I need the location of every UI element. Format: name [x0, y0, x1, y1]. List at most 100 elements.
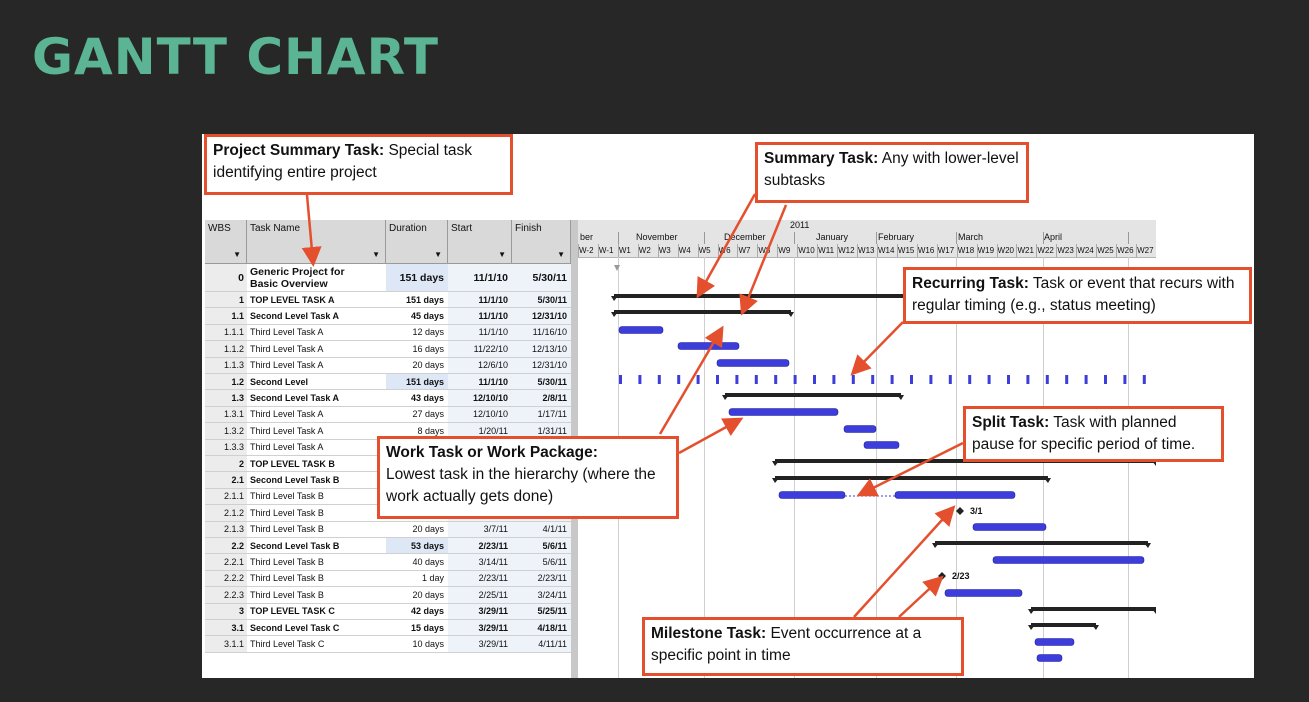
- finish-cell: 2/8/11: [512, 390, 571, 406]
- summary-bar: [935, 541, 1148, 545]
- wbs-cell: 2.2.1: [205, 554, 247, 570]
- summary-bar-end: [772, 478, 779, 483]
- callout-project-summary-text: Special task identifying entire project: [213, 142, 473, 181]
- week-label: W19: [977, 246, 995, 255]
- start-cell: 11/1/10: [448, 374, 512, 390]
- task-bar: [1034, 638, 1075, 646]
- callout-milestone-title: Milestone Task:: [651, 625, 767, 642]
- week-divider: [797, 244, 799, 257]
- start-cell: 11/1/10: [448, 324, 512, 341]
- task-name-cell: Third Level Task A: [250, 409, 324, 420]
- finish-cell: 1/17/11: [512, 406, 571, 423]
- week-divider: [916, 244, 918, 257]
- duration-cell: 12 days: [412, 327, 444, 338]
- month-label: February: [878, 232, 915, 242]
- col-header-start[interactable]: Start▼: [448, 220, 512, 264]
- task-bar: [716, 359, 790, 367]
- finish-cell: 11/16/10: [512, 324, 571, 341]
- week-divider: [677, 244, 679, 257]
- recurring-task-marker: [1007, 375, 1010, 384]
- duration-cell: 20 days: [412, 589, 444, 600]
- duration-cell: 45 days: [410, 311, 444, 322]
- callout-summary-title: Summary Task:: [764, 150, 879, 167]
- week-divider: [996, 244, 998, 257]
- month-divider: [1128, 232, 1129, 244]
- week-divider: [1056, 244, 1058, 257]
- callout-project-summary: Project Summary Task: Special task ident…: [204, 134, 513, 195]
- task-name-cell: Second Level Task B: [250, 540, 340, 551]
- week-label: W11: [818, 246, 835, 255]
- week-label: W27: [1137, 246, 1154, 255]
- col-header-duration-label: Duration: [389, 223, 427, 234]
- col-header-duration[interactable]: Duration▼: [386, 220, 448, 264]
- wbs-cell: 1.1.3: [205, 357, 247, 373]
- task-bar: [972, 523, 1047, 531]
- week-divider: [637, 244, 639, 257]
- col-header-finish[interactable]: Finish▼: [512, 220, 571, 264]
- dropdown-arrow-icon: ▼: [557, 250, 565, 259]
- task-bar: [863, 441, 900, 449]
- recurring-task-marker: [619, 375, 622, 384]
- col-header-task-name[interactable]: Task Name▼: [247, 220, 386, 264]
- finish-cell: 5/25/11: [512, 603, 571, 619]
- week-label: W10: [798, 246, 815, 255]
- recurring-task-marker: [987, 375, 991, 384]
- callout-recurring-text: Task or event that recurs with regular t…: [912, 275, 1235, 314]
- finish-cell: 12/31/10: [512, 357, 571, 373]
- milestone-diamond: [956, 507, 964, 515]
- callout-recurring-title: Recurring Task:: [912, 275, 1029, 292]
- month-divider: [794, 232, 795, 244]
- task-name-cell: Third Level Task C: [250, 639, 325, 650]
- recurring-task-marker: [1065, 375, 1069, 384]
- week-label: W14: [877, 246, 895, 255]
- callout-milestone-task: Milestone Task: Event occurrence at a sp…: [642, 617, 964, 676]
- col-header-wbs[interactable]: WBS▼: [205, 220, 247, 264]
- task-name-cell: TOP LEVEL TASK B: [250, 458, 335, 469]
- callout-milestone-text: Event occurrence at a specific point in …: [651, 625, 922, 664]
- week-label: W25: [1097, 246, 1114, 255]
- duration-cell: 16 days: [412, 343, 444, 354]
- month-divider: [876, 232, 877, 244]
- finish-cell: 2/23/11: [512, 570, 571, 587]
- summary-bar-end: [1044, 478, 1051, 483]
- summary-bar: [775, 476, 1048, 480]
- week-label: W17: [937, 246, 955, 255]
- week-divider: [976, 244, 978, 257]
- start-cell: 3/7/11: [448, 521, 512, 537]
- week-label: W21: [1017, 246, 1034, 255]
- week-divider: [857, 244, 859, 257]
- wbs-cell: 2.2.2: [205, 570, 247, 587]
- task-name-cell: Generic Project for Basic Overview: [250, 265, 345, 290]
- week-label: W26: [1117, 246, 1134, 255]
- summary-bar-end: [787, 312, 794, 317]
- wbs-cell: 3: [205, 603, 247, 619]
- callout-recurring-task: Recurring Task: Task or event that recur…: [903, 267, 1252, 324]
- recurring-task-marker: [638, 375, 642, 384]
- callout-summary-text: Any with lower-level subtasks: [764, 150, 1019, 189]
- task-bar: [843, 425, 877, 433]
- summary-bar: [614, 310, 791, 314]
- week-label: W20: [997, 246, 1014, 255]
- wbs-cell: 1.3.3: [205, 439, 247, 455]
- summary-bar-end: [1028, 609, 1035, 614]
- duration-cell: 53 days: [386, 538, 448, 554]
- week-label: W13: [858, 246, 875, 255]
- week-divider: [1136, 244, 1138, 257]
